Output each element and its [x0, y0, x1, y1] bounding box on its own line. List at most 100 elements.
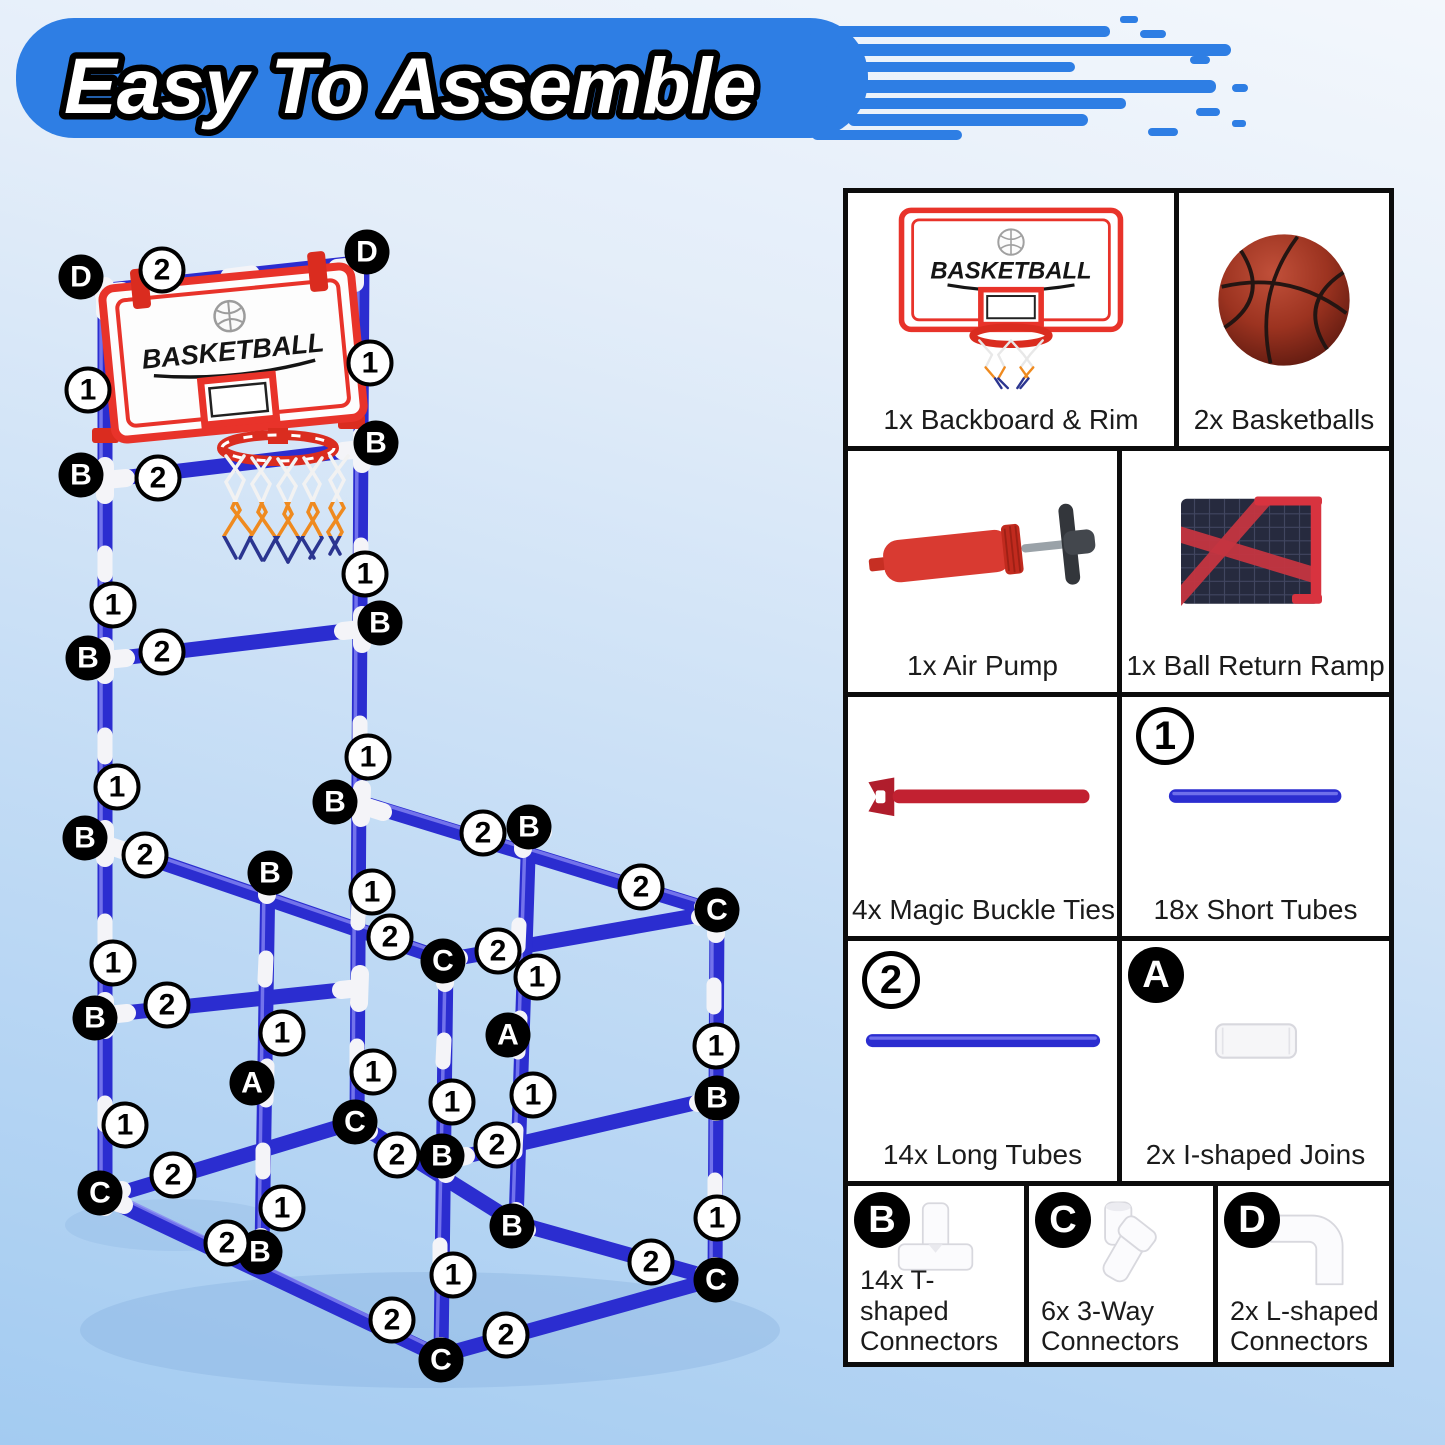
- diagram-label-2: 2: [149, 1151, 197, 1199]
- diagram-label-C: C: [332, 1099, 378, 1145]
- air-pump-icon: [868, 503, 1095, 585]
- basketball-icon-wrap: [1185, 199, 1383, 400]
- diagram-label-2: 2: [203, 1219, 251, 1267]
- diagram-label-D: D: [344, 229, 390, 275]
- diagram-label-2: 2: [617, 863, 665, 911]
- part-caption: 2x I-shaped Joins: [1145, 1139, 1366, 1170]
- ijoin-icon-wrap: [1128, 947, 1383, 1135]
- diagram-label-D: D: [58, 254, 104, 300]
- part-badge-B: B: [854, 1192, 910, 1248]
- backboard-icon-wrap: BASKETBALL: [854, 199, 1168, 400]
- diagram-label-1: 1: [258, 1184, 306, 1232]
- diagram-label-A: A: [485, 1012, 531, 1058]
- part-caption: 14x Long Tubes: [882, 1139, 1083, 1170]
- diagram-label-1: 1: [93, 763, 141, 811]
- diagram-label-1: 1: [348, 868, 396, 916]
- tie-icon-wrap: [854, 703, 1111, 890]
- parts-grid-row: 1x Air Pump 1x Ball Return Ramp: [848, 451, 1389, 692]
- ground-shadow: [80, 1272, 780, 1388]
- page-title: Easy To Assemble: [64, 41, 756, 130]
- diagram-label-2: 2: [138, 628, 186, 676]
- diagram-label-B: B: [62, 815, 108, 861]
- diagram-label-B: B: [489, 1203, 535, 1249]
- svg-text:BASKETBALL: BASKETBALL: [930, 258, 1091, 285]
- diagram-label-2: 2: [134, 454, 182, 502]
- part-caption: 2x Basketballs: [1193, 404, 1375, 435]
- diagram-label-1: 1: [349, 1048, 397, 1096]
- part-badge-C: C: [1035, 1192, 1091, 1248]
- diagram-label-1: 1: [346, 339, 394, 387]
- diagram-label-1: 1: [341, 550, 389, 598]
- diagram-label-A: A: [229, 1060, 275, 1106]
- part-caption: 4x Magic Buckle Ties: [852, 894, 1115, 925]
- diagram-label-2: 2: [143, 981, 191, 1029]
- diagram-label-2: 2: [368, 1296, 416, 1344]
- threeway-icon-wrap: [1035, 1192, 1207, 1298]
- basketball-icon: [1218, 233, 1350, 366]
- diagram-label-B: B: [419, 1133, 465, 1179]
- magic-buckle-tie-icon: [867, 777, 1089, 816]
- brush-stroke: [16, 16, 1248, 140]
- diagram-label-B: B: [247, 850, 293, 896]
- diagram-label-B: B: [506, 804, 552, 850]
- part-caption: 1x Ball Return Ramp: [1126, 650, 1385, 681]
- longtube-icon-wrap: [854, 947, 1111, 1135]
- part-badge-1: 1: [1136, 707, 1194, 765]
- part-badge-D: D: [1224, 1192, 1280, 1248]
- diagram-label-1: 1: [509, 1071, 557, 1119]
- diagram-label-C: C: [693, 1257, 739, 1303]
- diagram-label-2: 2: [121, 831, 169, 879]
- diagram-label-2: 2: [473, 1121, 521, 1169]
- ball-sketch-icon: [213, 299, 246, 333]
- part-cell-shorttube: 1 18x Short Tubes: [1122, 697, 1389, 936]
- shorttube-icon-wrap: [1128, 703, 1383, 890]
- diagram-label-B: B: [312, 779, 358, 825]
- part-caption: 1x Backboard & Rim: [883, 404, 1139, 435]
- diagram-label-1: 1: [101, 1101, 149, 1149]
- part-cell-ramp: 1x Ball Return Ramp: [1122, 451, 1389, 692]
- part-cell-backboard: BASKETBALL 1x Backboard & Rim: [848, 193, 1174, 446]
- i-join-icon: [1214, 1023, 1297, 1059]
- diagram-label-B: B: [353, 420, 399, 466]
- pump-icon-wrap: [854, 457, 1111, 646]
- backboard-icon: BASKETBALL: [898, 207, 1124, 390]
- ramp-icon-wrap: [1128, 457, 1383, 646]
- diagram-label-B: B: [72, 995, 118, 1041]
- diagram-label-1: 1: [428, 1078, 476, 1126]
- diagram-label-1: 1: [429, 1251, 477, 1299]
- diagram-label-1: 1: [692, 1022, 740, 1070]
- part-cell-ijoin: A 2x I-shaped Joins: [1122, 941, 1389, 1181]
- part-caption: 1x Air Pump: [907, 650, 1058, 681]
- diagram-label-1: 1: [64, 366, 112, 414]
- l-connector-icon: [1270, 1214, 1344, 1285]
- part-cell-basketball: 2x Basketballs: [1179, 193, 1389, 446]
- tconn-icon-wrap: [854, 1192, 1018, 1298]
- diagram-label-B: B: [694, 1075, 740, 1121]
- backboard: BASKETBALL: [98, 251, 368, 444]
- diagram-label-1: 1: [89, 581, 137, 629]
- ball-return-ramp-icon: [1180, 496, 1322, 607]
- diagram-label-2: 2: [459, 809, 507, 857]
- part-badge-2: 2: [862, 951, 920, 1009]
- diagram-label-1: 1: [693, 1194, 741, 1242]
- title-banner: Easy To Assemble: [16, 16, 1248, 140]
- diagram-label-2: 2: [627, 1238, 675, 1286]
- diagram-label-C: C: [77, 1170, 123, 1216]
- parts-grid-row: BASKETBALL 1x Backboard & Rim 2x Basketb…: [848, 193, 1389, 446]
- diagram-label-1: 1: [258, 1009, 306, 1057]
- diagram-label-2: 2: [138, 246, 186, 294]
- part-caption: 18x Short Tubes: [1153, 894, 1358, 925]
- t-connector-icon: [898, 1202, 974, 1271]
- diagram-label-2: 2: [373, 1131, 421, 1179]
- diagram-label-C: C: [418, 1337, 464, 1383]
